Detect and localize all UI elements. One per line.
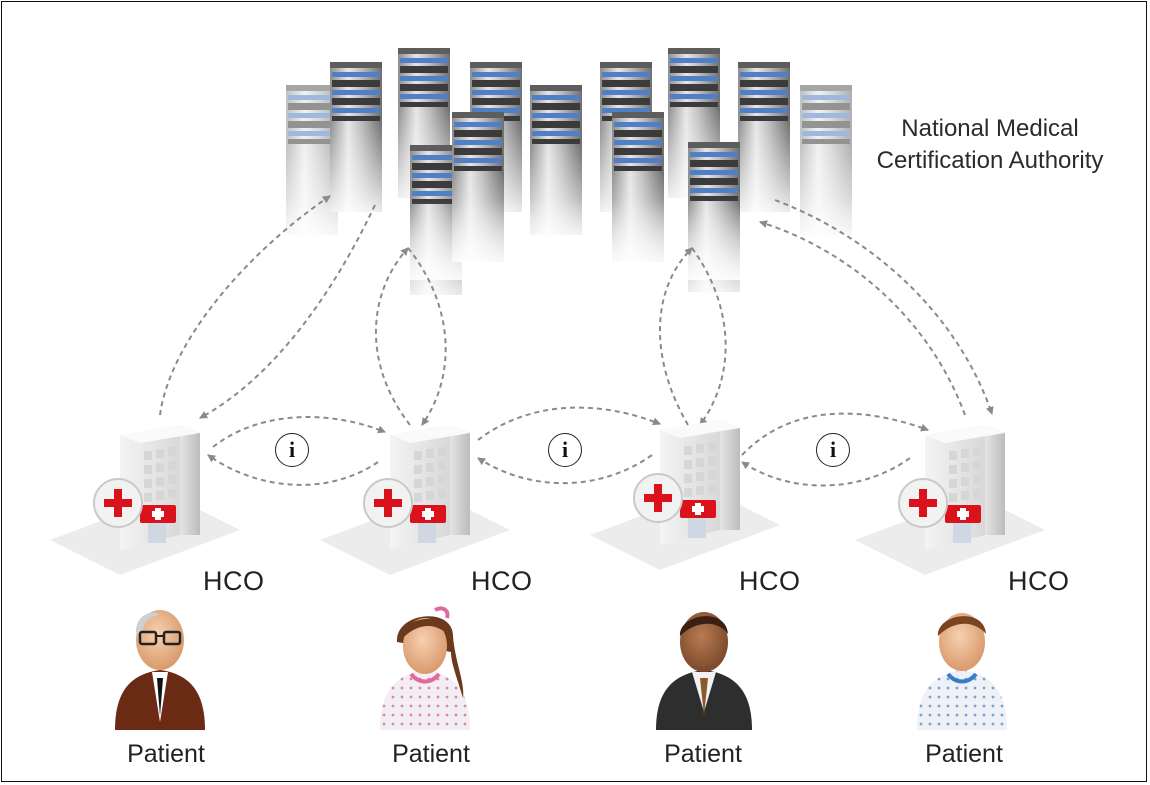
server-cluster-icon bbox=[280, 48, 880, 295]
info-icon: i bbox=[275, 433, 309, 467]
authority-links bbox=[159, 195, 994, 426]
hco-building-2 bbox=[319, 424, 511, 576]
hco-building-1 bbox=[49, 424, 241, 576]
authority-label: National Medical Certification Authority bbox=[855, 113, 1125, 177]
info-icon: i bbox=[548, 433, 582, 467]
hco-label-1: HCO bbox=[203, 566, 265, 596]
patient-label-2: Patient bbox=[392, 740, 470, 768]
patient-label-4: Patient bbox=[925, 740, 1003, 768]
hco-building-4 bbox=[854, 424, 1046, 576]
hco-label-4: HCO bbox=[1008, 566, 1070, 596]
girl-patient-icon bbox=[380, 606, 470, 730]
patient-label-3: Patient bbox=[664, 740, 742, 768]
man-patient-icon bbox=[917, 613, 1007, 730]
hco-label-3: HCO bbox=[739, 566, 801, 596]
hco-label-2: HCO bbox=[471, 566, 533, 596]
authority-label-line2: Certification Authority bbox=[876, 147, 1104, 174]
elderly-man-patient-icon bbox=[115, 610, 205, 730]
info-icon: i bbox=[816, 433, 850, 467]
businessman-patient-icon bbox=[656, 612, 752, 730]
patient-label-1: Patient bbox=[127, 740, 205, 768]
hco-building-3 bbox=[589, 419, 781, 571]
hco-links bbox=[207, 406, 929, 487]
authority-label-line1: National Medical bbox=[901, 115, 1079, 142]
